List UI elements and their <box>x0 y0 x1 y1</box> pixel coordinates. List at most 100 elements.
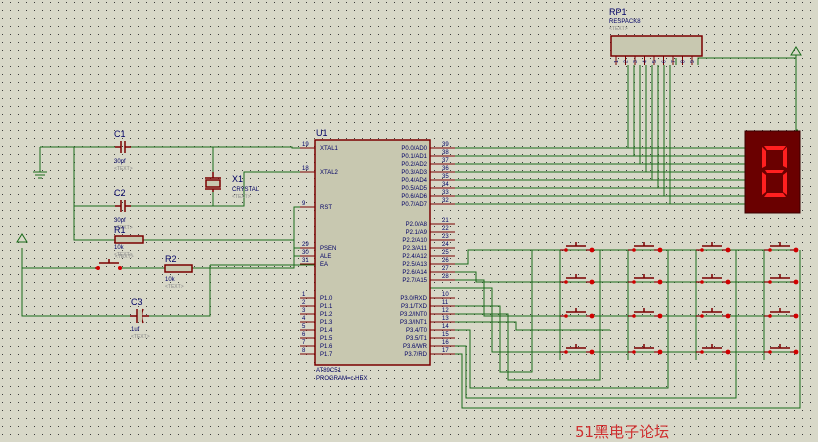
x1-text: <TEXT> <box>232 194 251 200</box>
pin-name: P3.1/TXD <box>401 304 428 310</box>
key-switch[interactable] <box>696 308 731 319</box>
pin-number: 15 <box>442 332 449 338</box>
c2-value: 30pf <box>114 218 126 224</box>
pin-number: 17 <box>442 348 449 354</box>
vcc-arrow-icon <box>16 233 28 243</box>
r1-value: 10k <box>114 245 125 251</box>
pin-number: 37 <box>442 158 449 164</box>
pin-number: 10 <box>442 292 449 298</box>
pin-number: 34 <box>442 182 449 188</box>
pin-name: P1.6 <box>320 344 333 350</box>
r2-ref: R2 <box>165 254 177 264</box>
key-switch[interactable] <box>764 308 799 319</box>
key-switch[interactable] <box>628 308 663 319</box>
rp1-value: RESPACK8 <box>609 19 641 25</box>
r1-text: <TEXT> <box>114 252 133 258</box>
u1-pins: 19XTAL118XTAL29RST29PSEN30ALE31EA1P1.02P… <box>300 142 455 358</box>
wires <box>21 55 801 409</box>
pin-number: 31 <box>302 258 309 264</box>
pin-name: P1.3 <box>320 320 333 326</box>
pin-name: P2.2/A10 <box>402 238 427 244</box>
seven-segment-display <box>744 130 801 214</box>
pin-name: P0.3/AD3 <box>401 170 427 176</box>
crystal-x1[interactable] <box>205 172 221 192</box>
capacitor-c3[interactable] <box>130 308 149 324</box>
rp1-ref: RP1 <box>609 7 627 17</box>
pin-number: 27 <box>442 266 449 272</box>
capacitor-c2[interactable] <box>115 200 131 212</box>
pin-name: P0.6/AD6 <box>401 194 427 200</box>
pin-number: 30 <box>302 250 309 256</box>
key-switch[interactable] <box>764 344 799 355</box>
pin-name: P2.3/A11 <box>403 246 428 252</box>
c3-text: <TEXT> <box>131 334 150 340</box>
key-switch[interactable] <box>560 344 595 355</box>
r1-ref: R1 <box>114 225 126 235</box>
r2-text: <TEXT> <box>165 284 184 290</box>
pin-name: P0.0/AD0 <box>401 146 427 152</box>
pin-number: 6 <box>302 332 306 338</box>
pin-name: P3.6/WR <box>403 344 428 350</box>
u1-ref: U1 <box>316 128 328 138</box>
vcc-arrow-icon <box>790 46 802 56</box>
pin-number: 32 <box>442 198 449 204</box>
microcontroller-u1[interactable] <box>314 139 431 366</box>
key-switch[interactable] <box>628 274 663 285</box>
pin-number: 8 <box>302 348 306 354</box>
pin-number: 11 <box>442 300 449 306</box>
key-switch[interactable] <box>764 274 799 285</box>
c3-value: 1uf <box>131 327 140 333</box>
key-switch[interactable] <box>628 242 663 253</box>
pin-number: 33 <box>442 190 449 196</box>
rp1-pin-number: 4 <box>643 60 649 63</box>
key-switch[interactable] <box>696 344 731 355</box>
pin-number: 28 <box>442 274 449 280</box>
button-text: <TEXT> <box>115 254 134 260</box>
pin-name: P1.7 <box>320 352 333 358</box>
pin-name: RST <box>320 205 332 211</box>
key-switch[interactable] <box>764 242 799 253</box>
u1-part: AT89C51 <box>316 368 342 374</box>
x1-ref: X1 <box>232 174 243 184</box>
pin-number: 39 <box>442 142 449 148</box>
pin-name: XTAL2 <box>320 170 339 176</box>
pin-number: 13 <box>442 316 449 322</box>
pin-name: EA <box>320 262 328 268</box>
key-switch[interactable] <box>696 274 731 285</box>
pin-number: 23 <box>442 234 449 240</box>
key-switch[interactable] <box>628 344 663 355</box>
resistor-r1[interactable] <box>114 235 144 244</box>
capacitor-c1[interactable] <box>115 141 131 153</box>
key-switch[interactable] <box>560 242 595 253</box>
pin-number: 12 <box>442 308 449 314</box>
pin-name: P0.7/AD7 <box>401 202 427 208</box>
pin-number: 36 <box>442 166 449 172</box>
resistor-pack-rp1[interactable] <box>610 35 703 57</box>
ground-icon <box>33 171 47 179</box>
key-switch[interactable] <box>696 242 731 253</box>
rp1-pin-number: 2 <box>624 60 630 63</box>
key-switch[interactable] <box>560 274 595 285</box>
pin-name: PSEN <box>320 246 336 252</box>
pin-number: 25 <box>442 250 449 256</box>
rp1-pin-number: 7 <box>671 60 677 63</box>
c1-ref: C1 <box>114 129 126 139</box>
pin-number: 29 <box>302 242 309 248</box>
pin-name: P2.7/A15 <box>402 278 427 284</box>
u1-program: PROGRAM=c.HEX <box>316 376 368 382</box>
pin-name: P2.5/A13 <box>402 262 427 268</box>
pin-number: 26 <box>442 258 449 264</box>
pin-number: 4 <box>302 316 306 322</box>
pin-name: P2.4/A12 <box>402 254 427 260</box>
pin-number: 35 <box>442 174 449 180</box>
watermark-text: 51黑电子论坛 <box>575 423 669 441</box>
reset-button-switch[interactable] <box>95 259 122 270</box>
key-switch[interactable] <box>560 308 595 319</box>
rp1-pin-number: 9 <box>690 60 696 63</box>
pin-number: 14 <box>442 324 449 330</box>
pin-name: P1.2 <box>320 312 333 318</box>
pin-number: 5 <box>302 324 306 330</box>
resistor-r2[interactable] <box>164 264 193 273</box>
rp1-pin-number: 1 <box>614 60 620 63</box>
